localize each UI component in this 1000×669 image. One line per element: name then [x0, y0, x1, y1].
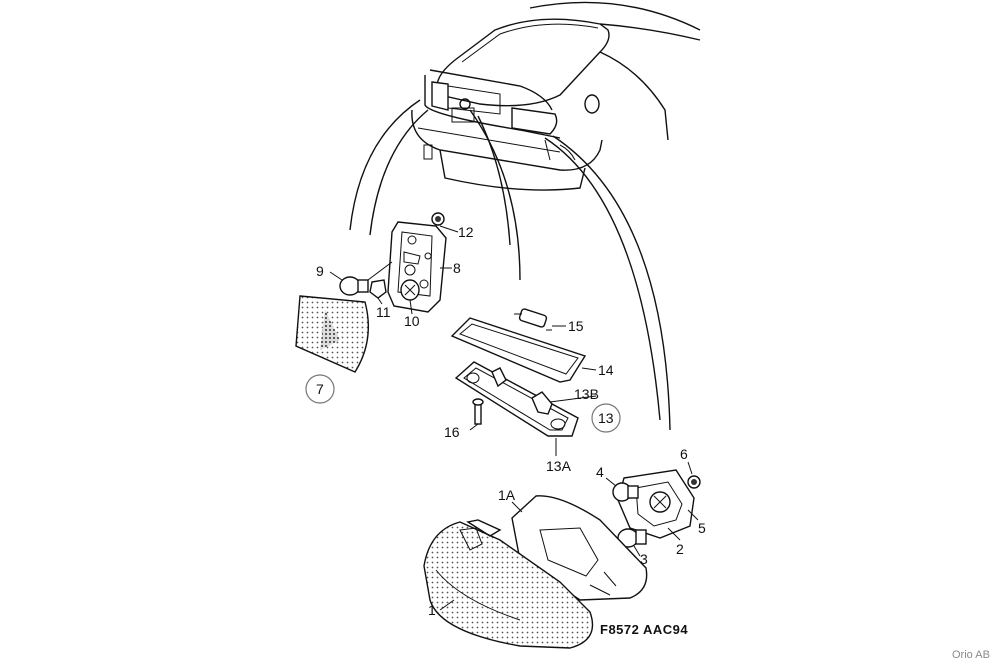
callout-1: 1	[428, 602, 436, 618]
copyright-credit: Orio AB	[952, 649, 990, 661]
callout-16: 16	[444, 424, 460, 440]
callout-2: 2	[676, 541, 684, 557]
callout-13: 13	[598, 410, 614, 426]
tail-lamp-bulb-holder	[612, 469, 701, 548]
callout-6: 6	[680, 446, 688, 462]
drawing-reference-code: F8572 AAC94	[600, 622, 688, 637]
callout-13a: 13A	[546, 458, 572, 474]
callout-8: 8	[453, 260, 461, 276]
car-rear-drawing	[349, 1, 701, 431]
callout-4: 4	[596, 464, 604, 480]
callout-13b: 13B	[574, 386, 599, 402]
callout-5: 5	[698, 520, 706, 536]
callout-15: 15	[568, 318, 584, 334]
callout-14: 14	[598, 362, 614, 378]
callout-10: 10	[404, 313, 420, 329]
tail-lamp-housing	[423, 495, 648, 649]
leader-lines	[329, 225, 699, 611]
callout-12: 12	[458, 224, 474, 240]
bulb-holder-assembly	[339, 212, 447, 313]
callout-1a: 1A	[498, 487, 516, 503]
callout-3: 3	[640, 551, 648, 567]
license-plate-lamp-assembly	[450, 308, 587, 437]
callout-7: 7	[316, 381, 324, 397]
callout-11: 11	[376, 304, 391, 320]
callout-7-circle	[305, 374, 335, 404]
callout-13-circle	[591, 403, 621, 433]
callout-9: 9	[316, 263, 324, 279]
